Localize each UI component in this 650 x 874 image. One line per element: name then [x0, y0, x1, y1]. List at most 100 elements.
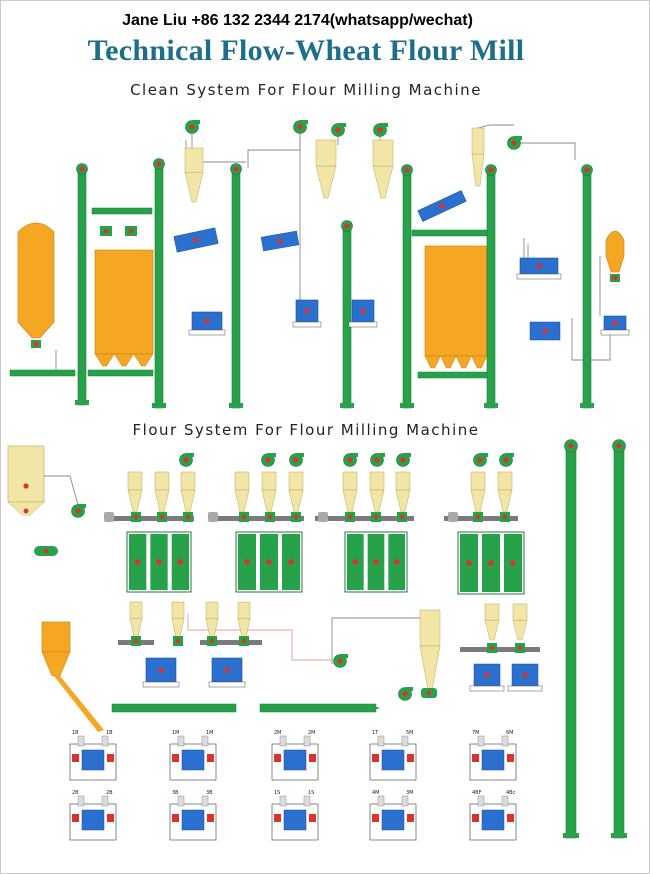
plansifter — [235, 531, 303, 593]
cyclone-body — [288, 471, 304, 491]
roller-mill — [271, 795, 319, 841]
mill-inlet — [177, 795, 185, 807]
red-marker — [352, 559, 359, 565]
cyclone-body — [471, 127, 485, 155]
mill-rolls — [181, 749, 205, 771]
red-marker — [488, 560, 494, 566]
tempering-bin — [424, 245, 488, 369]
motor — [318, 512, 328, 522]
motor — [448, 512, 458, 522]
cyclone-cone — [127, 489, 143, 513]
fan-outlet — [377, 453, 385, 457]
fan-outlet — [340, 654, 348, 658]
cyclone-body — [129, 601, 143, 619]
elevator-boot — [152, 403, 166, 408]
fan-outlet — [296, 453, 304, 457]
mill-motor — [472, 754, 479, 762]
red-marker — [335, 127, 341, 133]
cyclone-cone — [369, 489, 385, 513]
red-marker — [304, 308, 310, 314]
fan-outlet — [480, 453, 488, 457]
cyclone-cone — [288, 489, 304, 513]
cyclone — [127, 471, 143, 513]
mill-motor — [309, 814, 316, 822]
plansifter — [344, 531, 408, 593]
mill-label-right: 1B — [106, 730, 113, 736]
cyclone-body — [512, 603, 528, 621]
airlock-row — [315, 516, 414, 521]
roller-mill — [271, 735, 319, 781]
cyclone — [484, 603, 500, 641]
cyclone — [497, 471, 513, 513]
cyclone-cone — [205, 617, 219, 639]
plansifter — [457, 531, 525, 595]
fan — [343, 453, 358, 467]
mill-motor — [309, 754, 316, 762]
mill-inlet — [477, 735, 485, 747]
mill-inlet — [279, 735, 287, 747]
duct-line — [44, 475, 79, 506]
mill-inlet — [477, 795, 485, 807]
red-marker — [347, 514, 353, 520]
mill-inlet — [101, 795, 109, 807]
red-marker — [156, 161, 162, 167]
plansifter — [126, 531, 192, 593]
mill-motor — [107, 814, 114, 822]
cyclone-body — [470, 471, 486, 491]
red-marker — [426, 690, 432, 696]
mill-inlet — [303, 795, 311, 807]
fan-outlet — [186, 453, 194, 457]
fan — [331, 123, 346, 137]
bucket-elevator — [580, 164, 594, 409]
mill-inlet — [101, 735, 109, 747]
page-title: Technical Flow-Wheat Flour Mill — [87, 34, 525, 67]
red-marker — [400, 457, 406, 463]
red-marker — [484, 672, 490, 678]
roller-mill — [169, 795, 217, 841]
duct-line — [514, 142, 576, 160]
machine-frame — [292, 321, 322, 328]
cyclone — [288, 471, 304, 513]
red-marker — [466, 560, 472, 566]
fan — [185, 120, 200, 134]
red-marker — [193, 237, 199, 243]
red-marker — [360, 308, 366, 314]
conveyor-end — [368, 704, 380, 712]
roller-mill — [369, 795, 417, 841]
cyclone — [205, 601, 219, 639]
cyclone-cone — [180, 489, 196, 513]
red-marker — [503, 457, 509, 463]
cyclone-body — [127, 471, 143, 491]
red-marker — [568, 443, 574, 449]
bin-hopper — [424, 355, 441, 369]
mill-motor — [107, 754, 114, 762]
bucket-elevator — [563, 439, 579, 839]
silo — [17, 222, 55, 348]
red-marker — [241, 514, 247, 520]
screw-conveyor — [87, 369, 154, 377]
red-marker — [297, 124, 303, 130]
red-marker — [175, 638, 181, 644]
red-marker — [347, 457, 353, 463]
fan-outlet — [405, 687, 413, 691]
red-marker — [377, 127, 383, 133]
elevator-body — [154, 159, 164, 409]
cyclone-body — [184, 147, 204, 173]
cyclone-body — [180, 471, 196, 491]
bin-hopper — [113, 353, 135, 367]
conveyor-body — [87, 369, 154, 377]
filter-cone — [7, 501, 45, 516]
elevator-body — [231, 164, 241, 409]
bin-chute — [54, 676, 104, 732]
cyclone — [261, 471, 277, 513]
cyclone — [372, 139, 394, 199]
red-marker — [374, 457, 380, 463]
cyclone-cone — [484, 619, 500, 641]
motor — [104, 512, 114, 522]
cyclone-cone — [395, 489, 411, 513]
mill-rolls — [81, 749, 105, 771]
conveyor-body — [417, 371, 491, 379]
duct-line — [187, 614, 332, 661]
mill-label-left: 3B — [172, 790, 179, 796]
bucket-elevator — [152, 158, 166, 409]
